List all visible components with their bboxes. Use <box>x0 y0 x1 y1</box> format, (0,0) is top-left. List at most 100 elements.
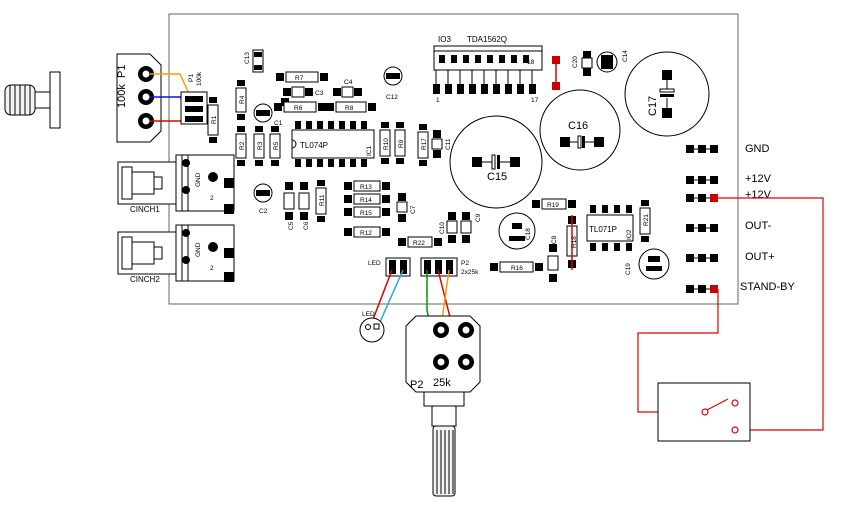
capacitor-c9: C9 <box>460 212 482 243</box>
capacitor-c3: C3 <box>283 86 324 98</box>
resistor-r13: R13 <box>344 180 390 192</box>
r16-label: R16 <box>511 265 523 272</box>
capacitor-c19: C19 <box>625 248 670 280</box>
p2-board-value: 2x25k <box>461 269 479 276</box>
c5-label: C5 <box>288 221 295 230</box>
cinch1-pin-label: 2 <box>210 195 214 202</box>
capacitor-c20: C20 <box>572 51 593 76</box>
led-wire-red <box>371 269 393 323</box>
resistor-r14: R14 <box>344 193 390 205</box>
capacitor-c7: C7 <box>396 193 417 222</box>
capacitor-c10: C10 <box>439 212 458 243</box>
r9-label: R9 <box>398 139 405 148</box>
r10-label: R10 <box>383 138 390 150</box>
c20-label: C20 <box>572 56 579 68</box>
r1-label: R1 <box>211 115 218 124</box>
led-wire-cyan <box>379 269 404 323</box>
capacitor-c17: C17 <box>624 51 710 137</box>
r4-label: R4 <box>239 95 246 104</box>
plus12v-wire <box>718 197 824 431</box>
c6-label: C6 <box>303 221 310 230</box>
terminal-12v-a-label: +12V <box>745 173 772 185</box>
terminal-standby-label: STAND-BY <box>740 281 795 293</box>
ic-tl074p: TL074P IC1 <box>291 121 375 167</box>
r17-label: R17 <box>421 138 428 150</box>
c9-label: C9 <box>475 213 482 222</box>
resistor-r7: R7 <box>276 71 328 83</box>
cinch1-pad-b <box>224 204 234 214</box>
r5-label: R5 <box>273 141 280 150</box>
c17-label: C17 <box>647 96 659 116</box>
r22-label: R22 <box>413 240 425 247</box>
p2-name-label: P2 <box>410 379 423 391</box>
io2-part-label: TL071P <box>589 225 617 234</box>
capacitor-c14: C14 <box>596 50 629 73</box>
ic-tda1562q: IO3 TDA1562Q 1 17 18 <box>433 35 543 104</box>
capacitor-c8: C8 <box>547 235 559 282</box>
io3-pin-top: 18 <box>527 59 535 66</box>
c4-label: C4 <box>344 79 353 86</box>
p2-value-label: 25k <box>433 377 451 389</box>
io3-name-label: IO3 <box>438 35 451 44</box>
cinch1-jack: GND 2 CINCH1 <box>117 154 235 214</box>
led-external-label: LED <box>362 311 375 318</box>
resistor-r18: R18 <box>566 215 578 270</box>
r11-label: R11 <box>319 194 326 206</box>
resistor-r1: R1 <box>207 97 219 143</box>
c8-label: C8 <box>551 235 558 244</box>
c16-label: C16 <box>568 120 588 132</box>
cinch2-pin-label: 2 <box>210 265 214 272</box>
p2-board-header: P2 2x25k <box>420 257 479 277</box>
c13-label: C13 <box>244 52 251 64</box>
resistor-r2: R2 <box>235 126 247 166</box>
led-external: LED <box>359 311 385 343</box>
c1-label: C1 <box>274 120 283 127</box>
cinch2-pad-b <box>224 272 234 282</box>
capacitor-c16: C16 <box>539 89 621 171</box>
resistor-r10: R10 <box>379 122 391 164</box>
r8-label: R8 <box>345 105 354 112</box>
capacitor-c6: C6 <box>298 182 310 230</box>
potentiometer-p2: P2 25k <box>405 315 481 497</box>
ic1-name-label: IC1 <box>366 146 373 157</box>
r14-label: R14 <box>360 197 372 204</box>
c2-label: C2 <box>259 208 268 215</box>
p1-name-label: P1 <box>116 65 128 78</box>
cinch1-gnd-label: GND <box>195 172 202 187</box>
resistor-r16: R16 <box>490 261 543 273</box>
capacitor-c18: C18 <box>498 212 536 250</box>
io2-name-label: IO2 <box>626 229 633 240</box>
capacitor-c11: C11 <box>431 130 452 158</box>
r6-label: R6 <box>294 105 303 112</box>
potentiometer-p1: P1 100k <box>4 53 162 143</box>
terminal-12v-b-label: +12V <box>745 189 772 201</box>
c10-label: C10 <box>439 222 446 234</box>
r12-label: R12 <box>360 230 372 237</box>
r3-label: R3 <box>257 141 264 150</box>
r7-label: R7 <box>295 75 304 82</box>
cinch2-jack: GND 2 CINCH2 <box>117 224 235 284</box>
r21-label: R21 <box>643 214 650 226</box>
c3-label: C3 <box>315 90 324 97</box>
terminal-gnd-label: GND <box>745 143 770 155</box>
cinch1-pad <box>224 178 234 188</box>
c19-label: C19 <box>625 263 632 275</box>
p1-value-label: 100k <box>116 84 128 108</box>
capacitor-c13: C13 <box>244 49 264 73</box>
standby-switch <box>657 382 751 442</box>
resistor-r6: R6 <box>274 101 326 113</box>
cinch2-label: CINCH2 <box>130 275 160 284</box>
capacitor-c5: C5 <box>283 182 295 230</box>
resistor-r17: R17 <box>417 124 429 166</box>
r15-label: R15 <box>360 210 372 217</box>
p1-board-name: P1 <box>188 74 195 82</box>
p1-board-header: P1 100k <box>180 71 208 125</box>
capacitor-c15: C15 <box>449 115 543 209</box>
terminal-out-plus-label: OUT+ <box>745 251 775 263</box>
c12-label: C12 <box>386 94 398 101</box>
io3-pin-first: 1 <box>436 97 440 104</box>
p1-wire-orange <box>150 73 191 97</box>
resistor-r4: R4 <box>235 80 247 120</box>
capacitor-c4: C4 <box>333 79 362 98</box>
